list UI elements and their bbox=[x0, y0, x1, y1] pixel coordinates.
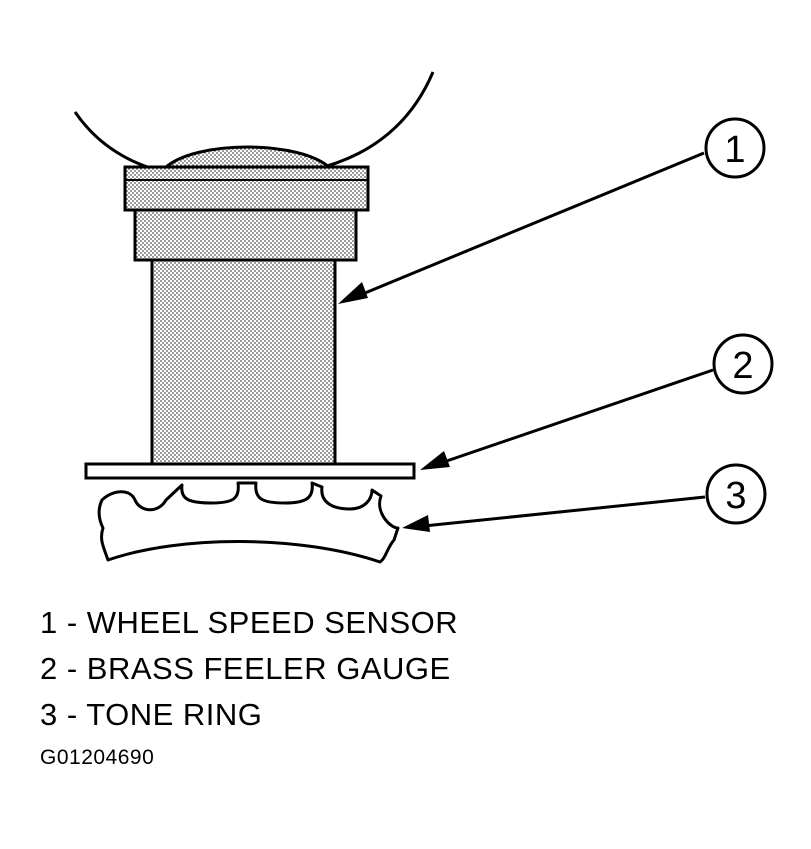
callout-1-circle bbox=[704, 117, 766, 179]
callout-3-number: 3 bbox=[725, 475, 746, 517]
wheel-speed-sensor bbox=[123, 145, 370, 468]
callout-1: 1 bbox=[338, 117, 766, 304]
sensor-cap bbox=[123, 165, 370, 212]
brass-feeler-gauge bbox=[84, 462, 416, 480]
legend-item-tone-ring: 3 - TONE RING bbox=[40, 697, 263, 732]
callout-3: 3 bbox=[402, 463, 767, 532]
tone-ring bbox=[97, 481, 400, 564]
legend-item-brass-feeler-gauge: 2 - BRASS FEELER GAUGE bbox=[40, 651, 451, 686]
sensor-dome bbox=[161, 145, 334, 170]
legend: 1 - WHEEL SPEED SENSOR 2 - BRASS FEELER … bbox=[40, 600, 458, 738]
callout-1-number: 1 bbox=[724, 129, 745, 171]
legend-item-wheel-speed-sensor: 1 - WHEEL SPEED SENSOR bbox=[40, 605, 459, 640]
figure-code: G01204690 bbox=[40, 746, 155, 769]
sensor-body bbox=[150, 258, 337, 468]
callout-2-circle bbox=[712, 333, 774, 395]
sensor-collar bbox=[133, 208, 358, 262]
callout-2: 2 bbox=[420, 333, 774, 470]
callout-2-number: 2 bbox=[732, 345, 753, 387]
callout-3-circle bbox=[705, 463, 767, 525]
